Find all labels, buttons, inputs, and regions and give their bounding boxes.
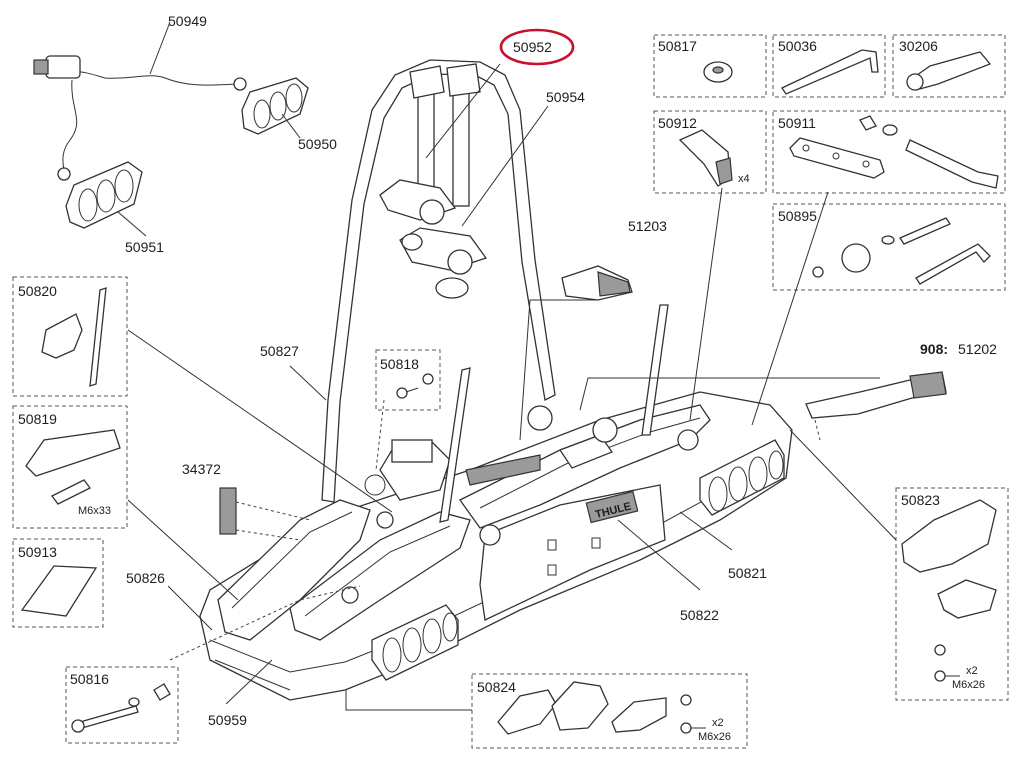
part-50950-light — [241, 77, 309, 135]
box-50824 — [471, 673, 748, 749]
label-50949: 50949 — [168, 13, 207, 29]
leader-50950 — [281, 113, 301, 139]
leader-50912 — [689, 187, 723, 421]
label-50827: 50827 — [260, 343, 299, 359]
label-50822: 50822 — [680, 607, 719, 623]
label-50819-screw: M6x33 — [78, 505, 111, 517]
label-50959: 50959 — [208, 712, 247, 728]
leader-50824 — [345, 690, 472, 711]
box-50817 — [653, 34, 767, 98]
label-50820: 50820 — [18, 283, 57, 299]
label-51202: 51202 — [958, 341, 997, 357]
part-50895-knob-set — [812, 217, 991, 285]
part-50911-bolt-plate — [789, 115, 999, 189]
label-50911: 50911 — [778, 115, 816, 131]
box-50911 — [772, 110, 1006, 194]
label-50824-qty: x2 — [712, 717, 724, 729]
label-50823-qty: x2 — [966, 665, 978, 677]
leader-50823 — [789, 429, 897, 541]
rack-rear-light-left — [371, 604, 459, 681]
part-50824-covers — [497, 681, 706, 735]
label-30206: 30206 — [899, 38, 938, 54]
label-50818: 50818 — [380, 356, 419, 372]
label-50824: 50824 — [477, 679, 516, 695]
leader-50954 — [461, 105, 549, 227]
label-50824-screw: M6x26 — [698, 731, 731, 743]
label-50821: 50821 — [728, 565, 767, 581]
part-50036-hex-key — [781, 49, 879, 95]
label-50912-qty: x4 — [738, 173, 750, 185]
box-50819 — [12, 405, 128, 529]
label-50816: 50816 — [70, 671, 109, 687]
leader-50959 — [225, 659, 273, 705]
part-51202-strap — [805, 371, 947, 419]
label-50913: 50913 — [18, 544, 57, 560]
label-50817: 50817 — [658, 38, 697, 54]
box-30206 — [892, 34, 1006, 98]
part-50951-light — [65, 161, 143, 229]
rack-rear-light-right — [699, 439, 785, 516]
label-50819: 50819 — [18, 411, 57, 427]
part-50819-cover — [25, 429, 121, 505]
label-50823: 50823 — [901, 492, 940, 508]
label-50954: 50954 — [546, 89, 585, 105]
part-50952-wheel-holder — [379, 63, 488, 299]
leader-50819 — [127, 499, 239, 601]
leader-50820 — [127, 329, 393, 513]
leader-50821 — [679, 511, 733, 551]
box-50912 — [653, 110, 767, 194]
label-50912: 50912 — [658, 115, 697, 131]
box-50895 — [772, 203, 1006, 291]
label-50823-screw: M6x26 — [952, 679, 985, 691]
leader-50911 — [751, 191, 829, 426]
label-908: 908: — [920, 341, 948, 357]
box-50913 — [12, 538, 104, 628]
part-50817-spacer — [703, 61, 733, 83]
leader-51202 — [579, 377, 880, 411]
label-50950: 50950 — [298, 136, 337, 152]
label-50951: 50951 — [125, 239, 164, 255]
label-50952: 50952 — [513, 39, 552, 55]
part-50820-bracket — [41, 287, 107, 387]
box-50823 — [895, 487, 1009, 701]
part-50949-cable — [33, 55, 247, 181]
label-34372: 34372 — [182, 461, 221, 477]
leader-50951 — [117, 211, 147, 237]
part-51203-wheel-strap — [561, 265, 633, 301]
assembly-line-5 — [814, 419, 821, 441]
leader-50826 — [167, 585, 213, 631]
part-50913-sticker — [20, 565, 98, 617]
assembly-line-2 — [235, 529, 301, 541]
leader-50949 — [149, 21, 171, 75]
box-50818 — [375, 349, 441, 411]
part-50818-screw — [396, 373, 434, 399]
part-50912-clip — [678, 129, 733, 187]
leader-50822 — [617, 519, 701, 591]
leader-51203 — [519, 299, 596, 441]
part-50823-covers — [901, 499, 997, 682]
label-50826: 50826 — [126, 570, 165, 586]
rack-main-frame: THULE — [199, 304, 793, 701]
box-50820 — [12, 276, 128, 397]
leader-50952 — [425, 63, 501, 159]
highlight-circle-50952 — [499, 28, 575, 66]
part-34372-reflector — [219, 487, 237, 535]
label-50036: 50036 — [778, 38, 817, 54]
part-30206-key — [906, 51, 992, 91]
part-50816-bolt-kit — [71, 683, 171, 733]
box-50036 — [772, 34, 886, 98]
leader-50827 — [289, 365, 327, 401]
label-51203: 51203 — [628, 218, 667, 234]
assembly-line-1 — [235, 501, 311, 521]
label-50895: 50895 — [778, 208, 817, 224]
rack-frame-arm — [321, 59, 556, 503]
box-50816 — [65, 666, 179, 744]
thule-logo-plate — [585, 490, 639, 524]
